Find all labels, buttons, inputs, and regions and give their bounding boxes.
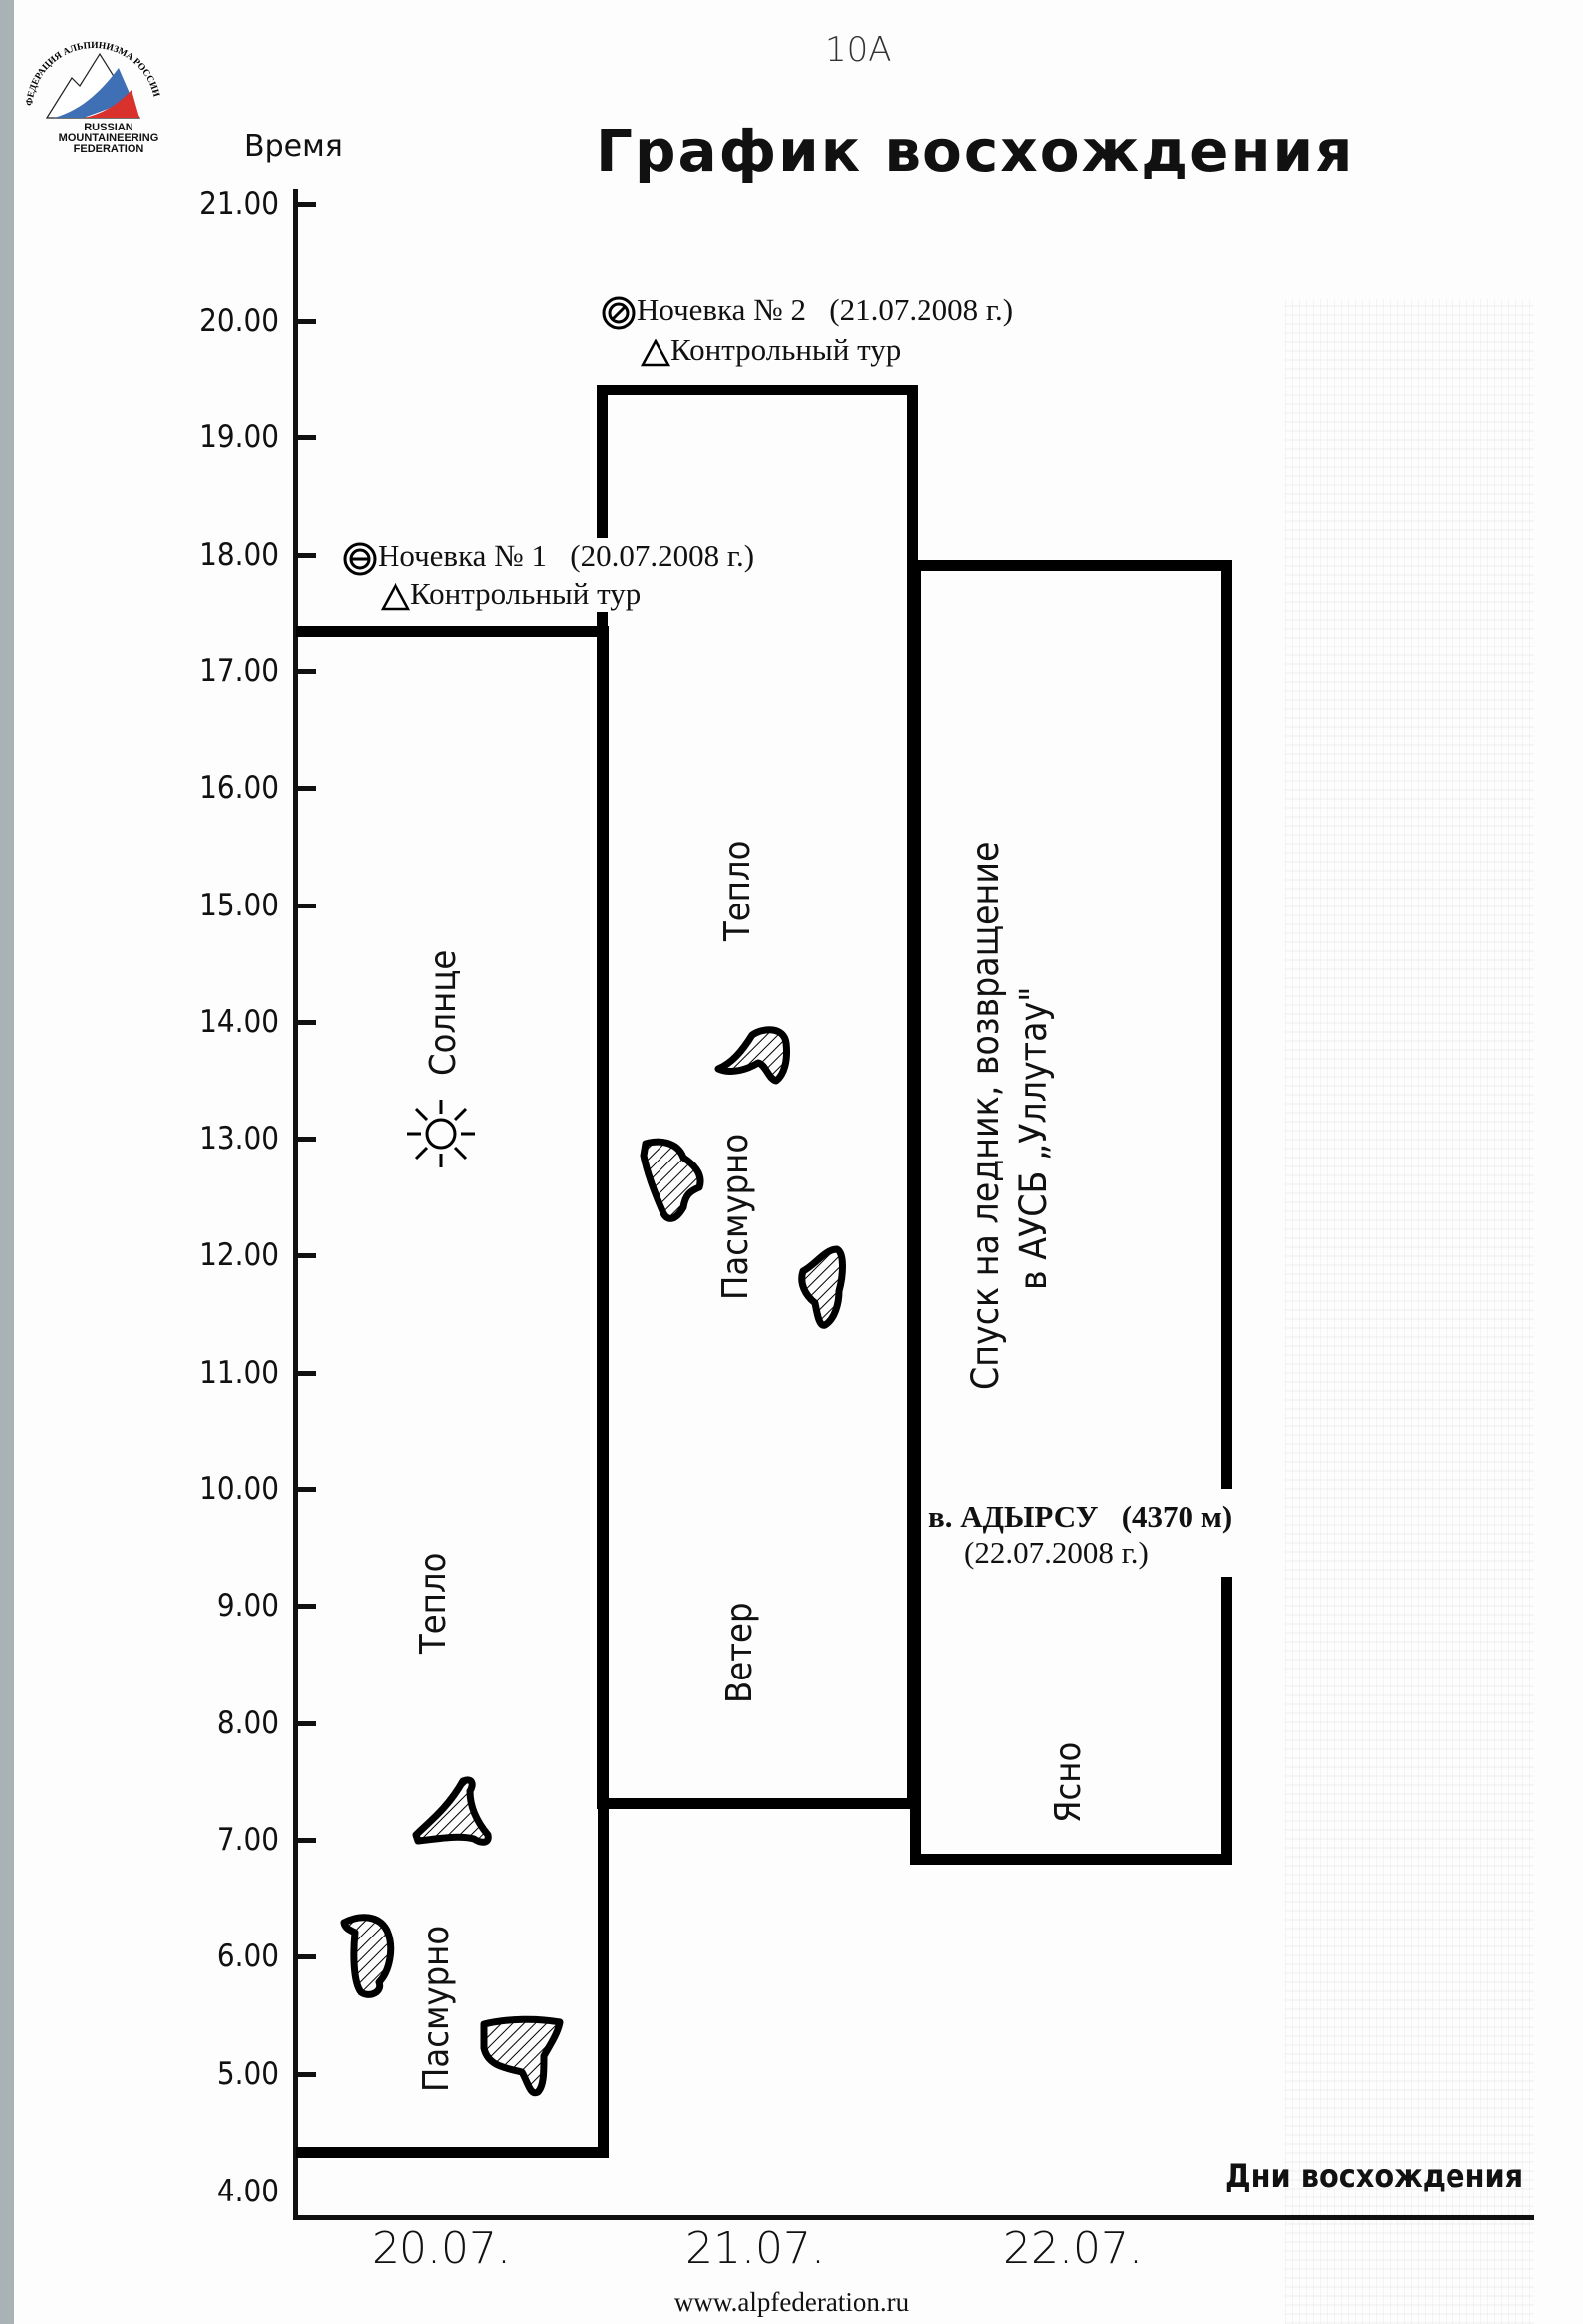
bivouac-2-date: (21.07.2008 г.) bbox=[829, 292, 1014, 327]
cloud-icon bbox=[412, 1776, 492, 1846]
cloud-icon bbox=[640, 1138, 704, 1222]
y-tick-label: 4.00 bbox=[216, 2174, 279, 2209]
bivouac-1-label: Ночевка № 1 bbox=[378, 538, 548, 573]
triangle-icon bbox=[381, 582, 410, 611]
page-mark: 10А bbox=[825, 30, 892, 70]
col2-overcast-text: Пасмурно bbox=[715, 1133, 756, 1300]
x-tick-label: 20.07. bbox=[372, 2223, 511, 2274]
y-tick-label: 13.00 bbox=[199, 1121, 279, 1157]
col2-wind-text: Ветер bbox=[719, 1602, 760, 1703]
y-tick-label: 18.00 bbox=[199, 537, 279, 573]
y-tick-label: 7.00 bbox=[216, 1822, 279, 1858]
y-tick-label: 16.00 bbox=[199, 770, 279, 806]
y-tick bbox=[296, 1721, 316, 1726]
y-tick-label: 19.00 bbox=[199, 419, 279, 455]
y-tick bbox=[296, 1604, 316, 1609]
y-tick bbox=[296, 1954, 316, 1959]
col3-line-2: в АУСБ „Уллутау" bbox=[1012, 986, 1055, 1290]
summit-name: в. АДЫРСУ bbox=[928, 1499, 1099, 1534]
y-tick-label: 17.00 bbox=[199, 653, 279, 689]
col3-descent-text: Спуск на ледник, возвращение в АУСБ „Улл… bbox=[962, 842, 1058, 1390]
cairn-2-label: Контрольный тур bbox=[670, 332, 902, 367]
y-tick-label: 20.00 bbox=[199, 303, 279, 339]
y-tick-label: 9.00 bbox=[216, 1588, 279, 1624]
logo-line-3: FEDERATION bbox=[73, 143, 144, 155]
y-tick-label: 15.00 bbox=[199, 888, 279, 923]
scan-edge-strip bbox=[0, 0, 14, 2324]
col2-warm-text: Тепло bbox=[717, 840, 758, 941]
y-tick bbox=[296, 435, 316, 440]
x-tick-label: 21.07. bbox=[685, 2223, 825, 2274]
summit-annotation: в. АДЫРСУ (4370 м) (22.07.2008 г.) bbox=[921, 1489, 1241, 1577]
y-tick bbox=[296, 904, 316, 908]
bivouac-1-date: (20.07.2008 г.) bbox=[570, 538, 755, 573]
scan-noise bbox=[1285, 299, 1534, 2324]
mountain-flag-icon: ФЕДЕРАЦИЯ АЛЬПИНИЗМА РОССИИ bbox=[25, 41, 161, 119]
y-tick-label: 10.00 bbox=[199, 1471, 279, 1507]
x-axis bbox=[293, 2215, 1534, 2220]
y-tick bbox=[296, 553, 316, 558]
y-tick-label: 8.00 bbox=[216, 1705, 279, 1741]
cloud-icon bbox=[798, 1245, 846, 1329]
day2-range-box bbox=[597, 385, 918, 1809]
cloud-icon bbox=[480, 2015, 564, 2097]
y-axis bbox=[293, 189, 298, 2219]
y-tick-label: 6.00 bbox=[216, 1938, 279, 1974]
y-tick bbox=[296, 1253, 316, 1258]
bivouac-2-annotation: Ночевка № 2 (21.07.2008 г.) bbox=[601, 292, 1014, 331]
cloud-icon bbox=[340, 1914, 395, 1998]
footer-url: www.alpfederation.ru bbox=[673, 2287, 910, 2317]
y-tick bbox=[296, 1371, 316, 1376]
y-tick-label: 21.00 bbox=[199, 186, 279, 222]
x-axis-label: Дни восхождения bbox=[1225, 2157, 1524, 2195]
day3-range-box bbox=[910, 560, 1232, 1865]
bivouac-icon bbox=[602, 296, 636, 330]
cloud-icon bbox=[714, 1026, 790, 1085]
logo-line-1: RUSSIAN bbox=[84, 122, 133, 133]
summit-date: (22.07.2008 г.) bbox=[964, 1535, 1149, 1570]
col3-line-1: Спуск на ледник, возвращение bbox=[964, 841, 1007, 1390]
triangle-icon bbox=[641, 338, 670, 367]
cairn-1-label: Контрольный тур bbox=[410, 576, 642, 611]
federation-logo: ФЕДЕРАЦИЯ АЛЬПИНИЗМА РОССИИ RUSSIAN MOUN… bbox=[14, 18, 173, 155]
cairn-1-annotation: Контрольный тур bbox=[381, 576, 642, 612]
bivouac-2-label: Ночевка № 2 bbox=[637, 292, 807, 327]
y-tick bbox=[296, 1487, 316, 1492]
bivouac-1-annotation: Ночевка № 1 (20.07.2008 г.) bbox=[342, 538, 755, 577]
y-tick bbox=[296, 786, 316, 791]
y-tick bbox=[296, 1838, 316, 1843]
x-tick-label: 22.07. bbox=[1003, 2223, 1143, 2274]
bivouac-icon bbox=[343, 542, 377, 576]
col1-warm-text: Тепло bbox=[413, 1552, 454, 1654]
y-tick bbox=[296, 319, 316, 324]
sun-icon bbox=[407, 1100, 475, 1167]
chart-title: График восхождения bbox=[596, 118, 1355, 185]
y-tick bbox=[296, 1020, 316, 1025]
y-tick-label: 12.00 bbox=[199, 1237, 279, 1273]
y-tick bbox=[296, 202, 316, 207]
y-tick-label: 5.00 bbox=[216, 2056, 279, 2092]
logo-line-2: MOUNTAINEERING bbox=[58, 132, 159, 144]
y-tick-label: 14.00 bbox=[199, 1004, 279, 1040]
col1-sun-text: Солнце bbox=[423, 949, 464, 1076]
y-axis-label: Время bbox=[244, 129, 343, 164]
col1-overcast-text: Пасмурно bbox=[416, 1925, 457, 2092]
y-tick bbox=[296, 2072, 316, 2077]
col3-clear-text: Ясно bbox=[1048, 1741, 1089, 1823]
cairn-2-annotation: Контрольный тур bbox=[641, 332, 902, 368]
summit-height: (4370 м) bbox=[1121, 1499, 1233, 1534]
y-tick-label: 11.00 bbox=[199, 1355, 279, 1391]
y-tick bbox=[296, 1137, 316, 1142]
y-tick bbox=[296, 669, 316, 674]
